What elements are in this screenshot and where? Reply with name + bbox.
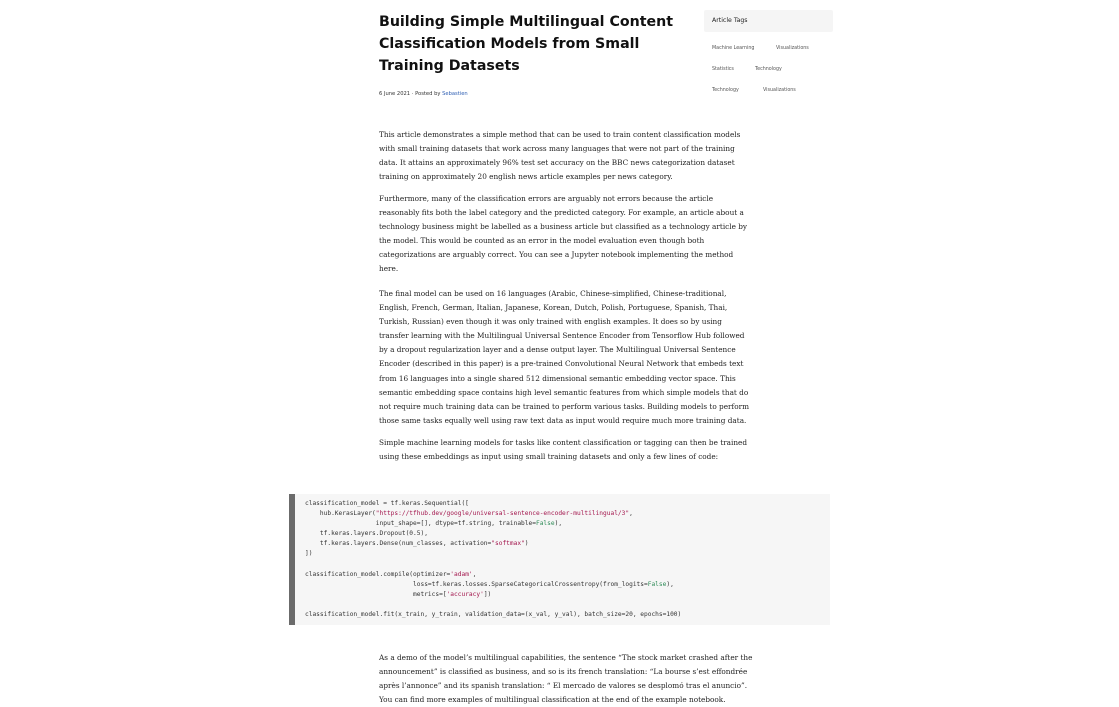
paragraph-line: by a dropout regularization layer and a … — [379, 345, 736, 355]
paragraph-line: training on approximately 20 english new… — [379, 172, 673, 182]
posted-by-label: Posted by — [415, 91, 441, 97]
paragraph-line: reasonably fits both the label category … — [379, 208, 744, 218]
paragraph-line: This article demonstrates a simple metho… — [379, 130, 741, 139]
article-paragraph: Furthermore, many of the classification … — [379, 192, 748, 277]
code-line: metrics=['accuracy']) — [305, 590, 492, 598]
code-line: classification_model.compile(optimizer='… — [305, 570, 477, 578]
article-paragraph: The final model can be used on 16 langua… — [379, 287, 750, 428]
paragraph-line: not require much training data can be tr… — [379, 401, 750, 411]
paragraph-line: the model. This would be counted as an e… — [379, 236, 705, 246]
paragraph-line: Furthermore, many of the classification … — [379, 194, 714, 203]
paragraph-line: transfer learning with the Multilingual … — [379, 331, 745, 341]
code-line: classification_model.fit(x_train, y_trai… — [305, 611, 682, 619]
byline-separator: · — [411, 91, 414, 97]
code-line: tf.keras.layers.Dense(num_classes, activ… — [305, 540, 529, 548]
post-date: 6 June 2021 — [379, 91, 411, 97]
author-link[interactable]: Sebastien — [442, 91, 468, 97]
code-block[interactable]: classification_model = tf.keras.Sequenti… — [289, 494, 830, 625]
code-line — [305, 560, 830, 570]
code-line: hub.KerasLayer("https://tfhub.dev/google… — [305, 510, 633, 518]
code-line: tf.keras.layers.Dropout(0.5), — [305, 530, 428, 538]
paragraph-line: technology business might be labelled as… — [379, 222, 748, 232]
paragraph-line: après l’annonce” and its spanish transla… — [379, 681, 748, 691]
code-line: classification_model = tf.keras.Sequenti… — [305, 500, 469, 507]
paragraph-line: English, French, German, Italian, Japane… — [379, 303, 728, 313]
paragraph-line: with small training datasets that work a… — [379, 144, 735, 154]
article-tags-header: Article Tags — [704, 10, 833, 32]
tag-link[interactable]: Visualizations — [763, 88, 796, 93]
code-line — [305, 600, 830, 610]
paragraph-line: semantic embedding space contains high l… — [379, 387, 749, 397]
paragraph-line: Turkish, Russian) even though it was onl… — [379, 317, 722, 327]
code-line: loss=tf.keras.losses.SparseCategoricalCr… — [305, 580, 674, 588]
article-paragraph: As a demo of the model’s multilingual ca… — [379, 651, 753, 707]
tag-link[interactable]: Visualizations — [776, 46, 809, 51]
paragraph-line: those same tasks equally well using raw … — [379, 415, 747, 425]
tag-link[interactable]: Technology — [712, 88, 739, 93]
code-line: ]) — [305, 550, 313, 558]
article-paragraph: Simple machine learning models for tasks… — [379, 436, 748, 464]
tag-link[interactable]: Machine Learning — [712, 46, 755, 51]
paragraph-line: categorizations are arguably correct. Yo… — [379, 250, 734, 260]
article-title: Building Simple Multilingual Content Cla… — [379, 14, 674, 74]
paragraph-line: using these embeddings as input using sm… — [379, 452, 719, 462]
paragraph-line: announcement” is classified as business,… — [379, 667, 748, 677]
paragraph-line: here. — [379, 264, 399, 274]
tag-link[interactable]: Technology — [755, 67, 782, 72]
paragraph-line: Encoder (described in this paper) is a p… — [379, 359, 744, 369]
paragraph-line: The final model can be used on 16 langua… — [379, 289, 727, 298]
byline: 6 June 2021 · Posted by Sebastien — [379, 91, 468, 97]
article-paragraph: This article demonstrates a simple metho… — [379, 128, 741, 184]
code-line: input_shape=[], dtype=tf.string, trainab… — [305, 520, 563, 528]
paragraph-line: data. It attains an approximately 96% te… — [379, 158, 735, 168]
paragraph-line: As a demo of the model’s multilingual ca… — [379, 653, 753, 662]
paragraph-line: You can find more examples of multilingu… — [379, 695, 726, 705]
paragraph-line: from 16 languages into a single shared 5… — [379, 373, 736, 383]
paragraph-line: Simple machine learning models for tasks… — [379, 438, 748, 447]
tag-link[interactable]: Statistics — [712, 67, 734, 72]
article-tags-panel: Article Tags Machine Learning Visualizat… — [704, 10, 833, 105]
